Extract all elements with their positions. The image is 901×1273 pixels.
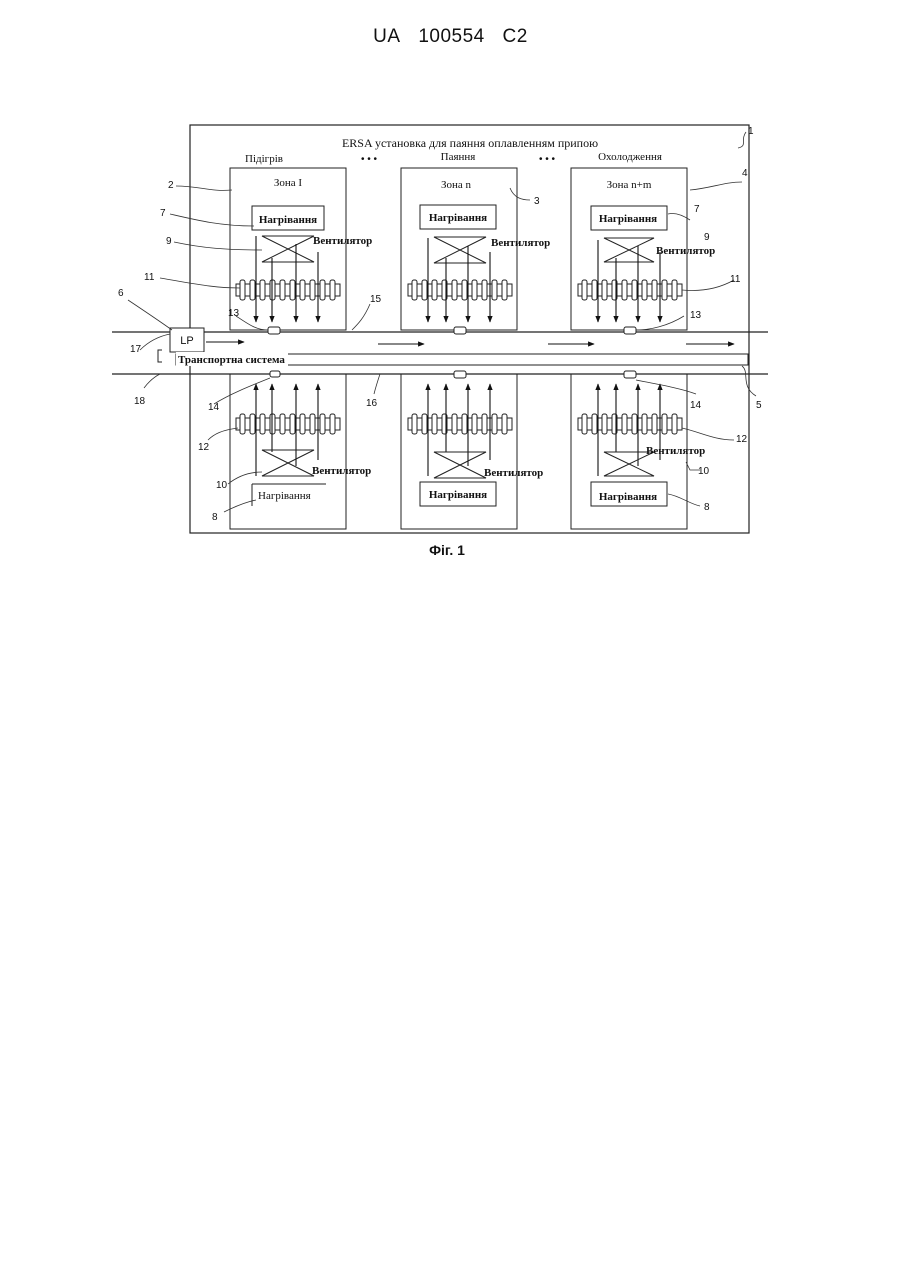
ref-8-left: 8 bbox=[212, 512, 218, 523]
nozzle-bank-upper-first bbox=[236, 280, 340, 300]
ref-9-left: 9 bbox=[166, 236, 172, 247]
fan-upper-middle-label: Вентилятор bbox=[491, 237, 550, 249]
zone-middle-label: Зона n bbox=[441, 179, 472, 191]
ref-14-right: 14 bbox=[690, 400, 702, 411]
carrier-top-last bbox=[624, 327, 636, 334]
ref-12-left: 12 bbox=[198, 442, 210, 453]
ref-3: 3 bbox=[534, 196, 540, 207]
fan-upper-middle bbox=[434, 237, 486, 263]
ref-13-left: 13 bbox=[228, 308, 240, 319]
ref-2: 2 bbox=[168, 180, 174, 191]
transport-direction-arrows bbox=[206, 342, 734, 344]
fan-upper-first bbox=[262, 236, 314, 262]
fan-lower-middle-label: Вентилятор bbox=[484, 467, 543, 479]
ref-6: 6 bbox=[118, 288, 124, 299]
ref-12-right: 12 bbox=[736, 434, 748, 445]
stage-ellipsis-1: • • • bbox=[361, 154, 378, 165]
nozzle-bank-lower-last bbox=[578, 414, 682, 434]
ref-14-left: 14 bbox=[208, 402, 220, 413]
ref-17: 17 bbox=[130, 344, 142, 355]
ref-13-right: 13 bbox=[690, 310, 702, 321]
heater-lower-first-label: Нагрівання bbox=[258, 490, 311, 502]
carrier-bottom-middle bbox=[454, 371, 466, 378]
heater-upper-first-label: Нагрівання bbox=[259, 214, 317, 226]
ref-11-left: 11 bbox=[144, 272, 155, 283]
ref-1: 1 bbox=[748, 126, 754, 137]
lp-label: LP bbox=[180, 335, 193, 347]
ref-8-right: 8 bbox=[704, 502, 710, 513]
heater-lower-last-label: Нагрівання bbox=[599, 491, 657, 503]
machine-title: ERSA установка для паяння оплавленням пр… bbox=[342, 136, 598, 150]
fan-upper-first-label: Вентилятор bbox=[313, 235, 372, 247]
nozzle-bank-lower-middle bbox=[408, 414, 512, 434]
ref-5: 5 bbox=[756, 400, 762, 411]
carrier-top-first bbox=[268, 327, 280, 334]
fan-lower-middle bbox=[434, 452, 486, 478]
stage-cooling: Охолодження bbox=[598, 151, 662, 163]
fan-upper-last-label: Вентилятор bbox=[656, 245, 715, 257]
carrier-bottom-last bbox=[624, 371, 636, 378]
stage-ellipsis-2: • • • bbox=[539, 154, 556, 165]
fan-lower-first bbox=[262, 450, 314, 476]
transport-system-label: Транспортна система bbox=[178, 354, 285, 366]
ref-11-right: 11 bbox=[730, 274, 741, 285]
zone-last-label: Зона n+m bbox=[607, 179, 652, 191]
ref-9-right: 9 bbox=[704, 232, 710, 243]
stage-preheat: Підігрів bbox=[245, 153, 283, 165]
carrier-bottom-first bbox=[270, 371, 280, 377]
zone-first-label: Зона I bbox=[274, 177, 303, 189]
ref-15: 15 bbox=[370, 294, 382, 305]
ref-7-left: 7 bbox=[160, 208, 166, 219]
ref-10-right: 10 bbox=[698, 466, 710, 477]
heater-upper-middle-label: Нагрівання bbox=[429, 212, 487, 224]
carrier-top-middle bbox=[454, 327, 466, 334]
stage-soldering: Паяння bbox=[441, 151, 476, 163]
ref-16: 16 bbox=[366, 398, 378, 409]
fan-upper-last bbox=[604, 238, 654, 262]
ref-4: 4 bbox=[742, 168, 748, 179]
nozzle-bank-upper-last bbox=[578, 280, 682, 300]
figure-caption: Фіг. 1 bbox=[429, 542, 465, 558]
ref-10-left: 10 bbox=[216, 480, 228, 491]
heater-upper-last-label: Нагрівання bbox=[599, 213, 657, 225]
fan-lower-first-label: Вентилятор bbox=[312, 465, 371, 477]
nozzle-bank-upper-middle bbox=[408, 280, 512, 300]
nozzle-bank-lower-first bbox=[236, 414, 340, 434]
ref-18: 18 bbox=[134, 396, 146, 407]
heater-lower-middle-label: Нагрівання bbox=[429, 489, 487, 501]
ref-7-right: 7 bbox=[694, 204, 700, 215]
fan-lower-last-label: Вентилятор bbox=[646, 445, 705, 457]
bracket-17 bbox=[158, 350, 162, 362]
